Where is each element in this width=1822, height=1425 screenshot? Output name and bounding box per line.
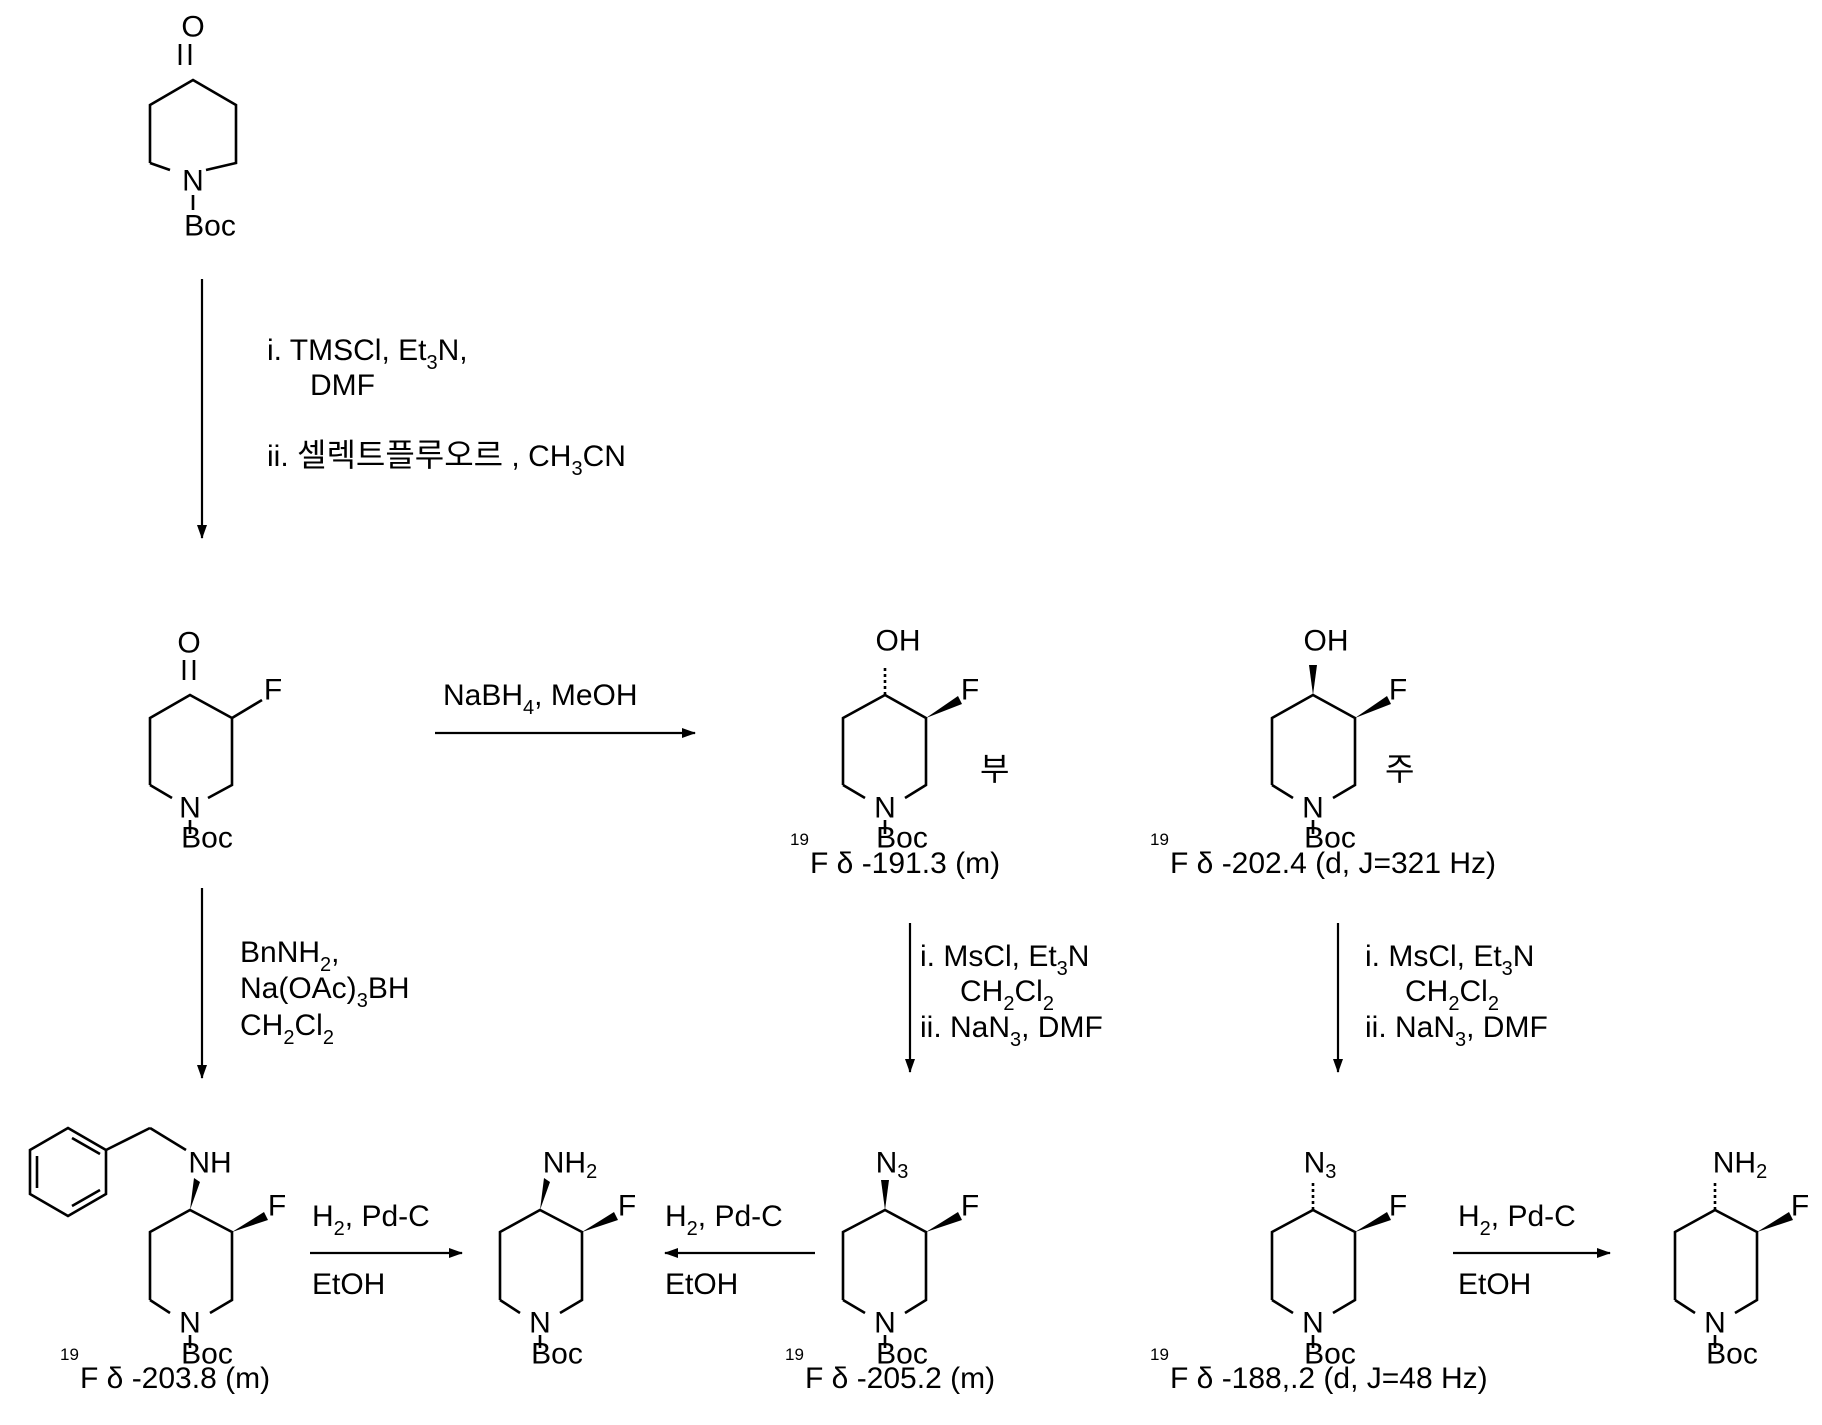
atom-nitrogen: N (1302, 1307, 1324, 1340)
atom-nitrogen: N (182, 165, 204, 198)
svg-text:i. TMSCl, Et3N,: i. TMSCl, Et3N, (267, 334, 468, 374)
svg-text:H2, Pd-C: H2, Pd-C (1458, 1200, 1576, 1240)
svg-text:F δ -203.8 (m): F δ -203.8 (m) (80, 1362, 270, 1395)
atom-fluorine: F (1389, 674, 1407, 707)
svg-text:F δ -191.3 (m): F δ -191.3 (m) (810, 847, 1000, 880)
svg-text:Na(OAc)3BH: Na(OAc)3BH (240, 972, 410, 1012)
boc-group: Boc (181, 822, 233, 855)
boc-group: Boc (531, 1338, 583, 1371)
atom-fluorine: F (961, 674, 979, 707)
svg-text:19: 19 (785, 1345, 804, 1364)
atom-oxygen: O (181, 11, 204, 44)
svg-text:CH2Cl2: CH2Cl2 (960, 975, 1054, 1015)
atom-fluorine: F (618, 1190, 636, 1223)
atom-nitrogen: N (1302, 792, 1324, 825)
label-minor: 부 (980, 751, 1009, 787)
atom-fluorine: F (961, 1190, 979, 1223)
molecule-trans-amine: NH2 F N Boc (1675, 1147, 1809, 1371)
svg-text:F δ -188,.2 (d, J=48 Hz): F δ -188,.2 (d, J=48 Hz) (1170, 1362, 1488, 1395)
svg-text:CH2Cl2: CH2Cl2 (1405, 975, 1499, 1015)
reagents-azide-reduction-trans: H2, Pd-C EtOH (1458, 1200, 1576, 1301)
reagent-dmf: DMF (310, 369, 375, 402)
atom-nitrogen: N (179, 1307, 201, 1340)
boc-group: Boc (184, 210, 236, 243)
atom-nitrogen: N (179, 792, 201, 825)
molecule-alcohol-minor: OH F N Boc 부 (843, 625, 1009, 855)
azido-group: N3 (876, 1147, 909, 1184)
reagents-azidation-cis: i. MsCl, Et3N CH2Cl2 ii. NaN3, DMF (920, 940, 1103, 1051)
atom-fluorine: F (1791, 1190, 1809, 1223)
reagents-azide-reduction-cis: H2, Pd-C EtOH (665, 1200, 783, 1301)
molecule-trans-azide: N3 F N Boc (1272, 1147, 1407, 1371)
atom-nitrogen: N (874, 792, 896, 825)
svg-text:ii. NaN3, DMF: ii. NaN3, DMF (1365, 1011, 1548, 1051)
atom-fluorine: F (264, 674, 282, 707)
nmr-benzylamine: 19 F δ -203.8 (m) (60, 1345, 270, 1395)
svg-text:F δ -205.2 (m): F δ -205.2 (m) (805, 1362, 995, 1395)
molecule-fluoro-piperidone: O F N Boc (150, 627, 282, 855)
svg-text:EtOH: EtOH (312, 1268, 385, 1301)
svg-text:i. MsCl, Et3N: i. MsCl, Et3N (1365, 940, 1534, 980)
svg-text:19: 19 (1150, 830, 1169, 849)
label-major: 주 (1385, 751, 1414, 787)
hydroxyl-group: OH (876, 625, 921, 658)
svg-text:BnNH2,: BnNH2, (240, 936, 340, 976)
svg-text:CH2Cl2: CH2Cl2 (240, 1009, 334, 1049)
atom-fluorine: F (1389, 1190, 1407, 1223)
reagents-fluorination: i. TMSCl, Et3N, DMF ii. 셀렉트플루오르 , CH3CN (267, 334, 626, 480)
svg-text:ii. 셀렉트플루오르 , CH3CN: ii. 셀렉트플루오르 , CH3CN (267, 437, 626, 480)
svg-text:ii. NaN3, DMF: ii. NaN3, DMF (920, 1011, 1103, 1051)
atom-oxygen: O (177, 627, 200, 660)
svg-text:19: 19 (1150, 1345, 1169, 1364)
svg-text:H2, Pd-C: H2, Pd-C (665, 1200, 783, 1240)
hydroxyl-group: OH (1304, 625, 1349, 658)
svg-text:H2, Pd-C: H2, Pd-C (312, 1200, 430, 1240)
svg-text:i. MsCl, Et3N: i. MsCl, Et3N (920, 940, 1089, 980)
reagents-hydrogenolysis: H2, Pd-C EtOH (312, 1200, 430, 1301)
atom-nitrogen: N (529, 1307, 551, 1340)
boc-group: Boc (1706, 1338, 1758, 1371)
atom-nitrogen: N (1704, 1307, 1726, 1340)
reagents-reduction: NaBH4, MeOH (443, 679, 638, 719)
atom-fluorine: F (268, 1190, 286, 1223)
amine-nh: NH (188, 1147, 231, 1180)
svg-text:F δ -202.4 (d, J=321 Hz): F δ -202.4 (d, J=321 Hz) (1170, 847, 1496, 880)
amino-group: NH2 (543, 1147, 597, 1184)
svg-text:19: 19 (60, 1345, 79, 1364)
svg-text:EtOH: EtOH (1458, 1268, 1531, 1301)
reagents-azidation-trans: i. MsCl, Et3N CH2Cl2 ii. NaN3, DMF (1365, 940, 1548, 1051)
svg-text:EtOH: EtOH (665, 1268, 738, 1301)
amino-group: NH2 (1713, 1147, 1767, 1184)
molecule-cis-amine: NH2 F N Boc (500, 1147, 636, 1371)
molecule-alcohol-major: OH F N Boc 주 (1272, 625, 1414, 855)
reagents-reductive-amination: BnNH2, Na(OAc)3BH CH2Cl2 (240, 936, 410, 1049)
molecule-benzylamine: NH F N Boc (30, 1128, 286, 1371)
azido-group: N3 (1304, 1147, 1337, 1184)
atom-nitrogen: N (874, 1307, 896, 1340)
molecule-boc-piperidone: O N Boc (150, 11, 236, 243)
molecule-cis-azide: N3 F N Boc (843, 1147, 979, 1371)
svg-text:19: 19 (790, 830, 809, 849)
